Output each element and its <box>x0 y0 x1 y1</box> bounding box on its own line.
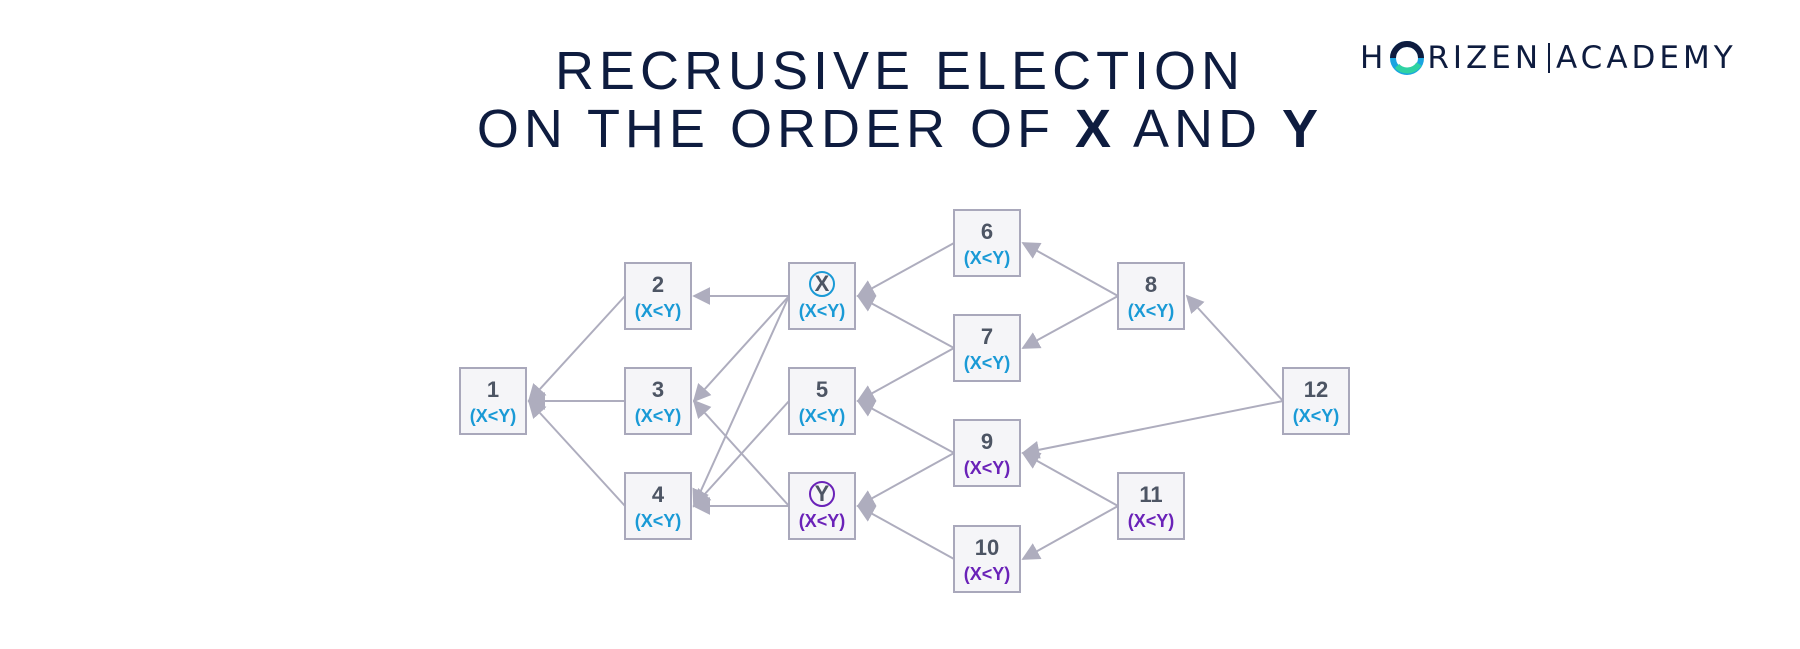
edge-X-to-3 <box>692 295 790 403</box>
node-7: 7 (X<Y) <box>953 314 1021 382</box>
node-order-label: (X<Y) <box>799 511 846 531</box>
node-order-label: (X<Y) <box>470 406 517 426</box>
node-box <box>1117 472 1185 540</box>
edge-X-to-4 <box>692 295 790 508</box>
node-4: 4 (X<Y) <box>624 472 692 540</box>
edge-11-to-10 <box>1021 505 1119 560</box>
edge-7-to-X <box>856 295 955 349</box>
edge-5-to-4 <box>692 400 790 508</box>
node-order-label: (X<Y) <box>964 353 1011 373</box>
logo-text-rizen: RIZEN <box>1427 40 1543 76</box>
title-line-2: ON THE ORDER OF X AND Y <box>0 100 1800 158</box>
node-label: 3 <box>652 377 664 402</box>
node-1: 1 (X<Y) <box>459 367 527 435</box>
node-x: X (X<Y) <box>788 262 856 330</box>
node-order-label: (X<Y) <box>964 248 1011 268</box>
node-box <box>624 262 692 330</box>
node-5: 5 (X<Y) <box>788 367 856 435</box>
title-x: X <box>1074 99 1116 159</box>
edge-8-to-7 <box>1021 295 1119 349</box>
logo-separator <box>1548 43 1551 73</box>
node-label: 9 <box>981 429 993 454</box>
node-12: 12 (X<Y) <box>1282 367 1350 435</box>
edge-4-to-1 <box>527 399 626 507</box>
logo-text-academy: ACADEMY <box>1556 40 1737 76</box>
node-label: 5 <box>816 377 828 402</box>
nodes-layer: 1 (X<Y) 2 (X<Y) 3 (X<Y) 4 (X<Y) X (X<Y) 5 (X<Y) Y (X<… <box>459 209 1350 593</box>
edge-12-to-8 <box>1185 294 1284 402</box>
diagram-title: RECRUSIVE ELECTION ON THE ORDER OF X AND… <box>0 42 1800 158</box>
node-order-label: (X<Y) <box>1128 301 1175 321</box>
node-order-label: (X<Y) <box>1293 406 1340 426</box>
horizen-o-icon <box>1389 40 1425 76</box>
node-order-label: (X<Y) <box>635 511 682 531</box>
node-order-label: (X<Y) <box>799 301 846 321</box>
node-order-label: (X<Y) <box>1128 511 1175 531</box>
edges-layer <box>527 242 1284 560</box>
node-3: 3 (X<Y) <box>624 367 692 435</box>
circle-mark-icon <box>809 481 835 507</box>
logo-text-h: H <box>1360 40 1388 76</box>
node-label: 1 <box>487 377 499 402</box>
horizen-academy-logo: H RIZEN ACADEMY <box>1360 38 1737 78</box>
title-line-1: RECRUSIVE ELECTION <box>554 41 1246 101</box>
node-box <box>788 367 856 435</box>
circle-mark-icon <box>809 271 835 297</box>
node-label: 2 <box>652 272 664 297</box>
node-label: 11 <box>1139 482 1162 507</box>
node-8: 8 (X<Y) <box>1117 262 1185 330</box>
node-label: 8 <box>1145 272 1157 297</box>
edge-11-to-9 <box>1021 452 1119 507</box>
node-box <box>459 367 527 435</box>
node-label: 10 <box>975 535 999 560</box>
node-label: 7 <box>981 324 993 349</box>
node-box <box>624 367 692 435</box>
node-box <box>953 209 1021 277</box>
node-order-label: (X<Y) <box>964 564 1011 584</box>
edge-6-to-X <box>856 242 955 297</box>
title-and: AND <box>1116 99 1283 159</box>
node-6: 6 (X<Y) <box>953 209 1021 277</box>
node-label: 4 <box>652 482 665 507</box>
node-order-label: (X<Y) <box>799 406 846 426</box>
node-box <box>1117 262 1185 330</box>
node-label: Y <box>815 481 830 506</box>
node-2: 2 (X<Y) <box>624 262 692 330</box>
node-label: 12 <box>1304 377 1328 402</box>
node-9: 9 (X<Y) <box>953 419 1021 487</box>
node-box <box>953 419 1021 487</box>
node-11: 11 (X<Y) <box>1117 472 1185 540</box>
edge-10-to-Y <box>856 505 955 560</box>
node-10: 10 (X<Y) <box>953 525 1021 593</box>
node-y: Y (X<Y) <box>788 472 856 540</box>
node-order-label: (X<Y) <box>964 458 1011 478</box>
node-order-label: (X<Y) <box>635 406 682 426</box>
node-label: X <box>815 271 830 296</box>
node-box <box>953 525 1021 593</box>
node-box <box>953 314 1021 382</box>
node-label: 6 <box>981 219 993 244</box>
node-box <box>624 472 692 540</box>
edge-7-to-5 <box>856 347 955 402</box>
edge-2-to-1 <box>527 295 626 403</box>
node-box <box>1282 367 1350 435</box>
edge-9-to-Y <box>856 452 955 507</box>
node-order-label: (X<Y) <box>635 301 682 321</box>
title-line-2-prefix: ON THE ORDER OF <box>476 99 1075 159</box>
title-y: Y <box>1282 99 1324 159</box>
edge-8-to-6 <box>1021 242 1119 297</box>
edge-9-to-5 <box>856 400 955 454</box>
edge-12-to-9 <box>1021 400 1284 459</box>
